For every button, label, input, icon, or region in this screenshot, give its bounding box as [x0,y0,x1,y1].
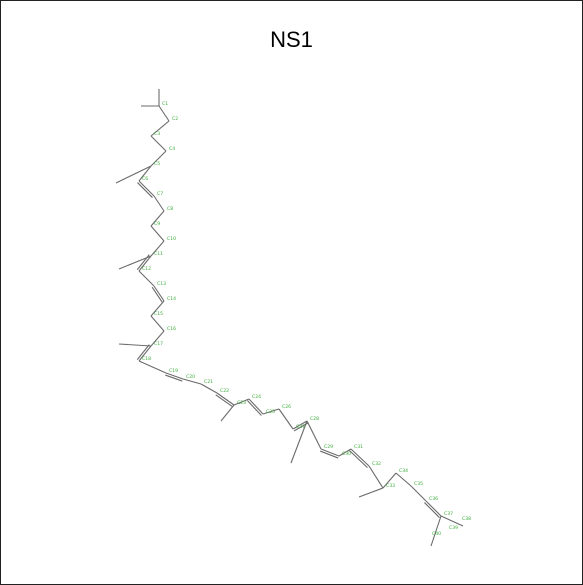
atom-label-c8: C8 [167,206,173,212]
bond [440,515,464,527]
atom-label-c39: C39 [449,525,458,531]
atom-label-c35: C35 [414,481,423,487]
bond [368,465,384,489]
atom-label-c5: C5 [154,161,160,167]
atom-label-c28: C28 [310,416,319,422]
bond [118,255,152,270]
bond [248,398,264,415]
bond [138,360,167,374]
bond [358,487,384,498]
bond [150,315,165,332]
atom-label-c16: C16 [167,326,176,332]
atom-label-c36: C36 [429,496,438,502]
bond [216,392,235,406]
atom-label-c2: C2 [172,116,178,122]
bond [150,120,170,137]
atom-label-c30: C30 [342,451,351,457]
bond [150,210,165,227]
atom-label-c17: C17 [154,341,163,347]
bond [153,195,165,212]
bond-double [151,286,163,303]
bond-double [215,394,234,408]
atom-label-c40: C40 [432,531,441,537]
atom-label-c24: C24 [252,394,261,400]
bond [320,448,340,457]
atom-label-c19: C19 [169,368,178,374]
atom-label-c11: C11 [154,251,163,257]
bond [425,500,442,517]
atom-label-c3: C3 [154,131,160,137]
bond [350,448,370,467]
atom-label-c23: C23 [237,400,246,406]
atom-label-c29: C29 [324,444,333,450]
atom-label-c4: C4 [169,146,175,152]
bond [338,448,352,457]
bond [153,285,165,302]
atom-label-c22: C22 [220,388,229,394]
bond [200,383,218,394]
bond [382,472,397,489]
atom-label-c12: C12 [142,266,151,272]
bond-double [246,400,262,416]
atom-label-c18: C18 [142,356,151,362]
bond [165,372,184,380]
bond [262,408,280,415]
bond-double [137,182,153,198]
diagram-title: NS1 [270,27,313,52]
atom-label-c25: C25 [266,409,275,415]
atom-label-c21: C21 [204,379,213,385]
atom-label-c32: C32 [372,461,381,467]
bond [138,165,152,182]
atom-label-c7: C7 [157,191,163,197]
bond [158,105,170,122]
atom-label-c20: C20 [186,374,195,380]
bond [115,165,152,184]
bond [150,240,165,257]
bond [220,404,235,422]
bond [290,420,308,464]
bond [150,300,165,317]
bond [430,515,442,547]
bond [278,408,294,430]
bond [233,398,250,406]
bond [138,270,155,287]
bond-double [136,254,150,270]
bond [292,420,308,430]
bond-double [136,344,150,360]
atom-label-c37: C37 [444,511,453,517]
atom-label-c31: C31 [354,444,363,450]
bond [150,150,167,167]
atom-label-c10: C10 [167,236,176,242]
bond [150,330,165,347]
bond [138,255,152,272]
bond [150,135,167,152]
atom-label-c6: C6 [142,176,148,182]
atom-label-c13: C13 [157,281,166,287]
bond [410,485,427,502]
atom-label-c38: C38 [462,516,471,522]
bond [138,180,155,197]
atom-label-c15: C15 [154,311,163,317]
atom-label-c14: C14 [167,296,176,302]
bond [138,345,152,362]
bond [182,378,202,385]
bond [150,225,165,242]
atom-label-c26: C26 [282,404,291,410]
bond [395,472,412,487]
atom-label-c1: C1 [162,101,168,107]
atom-label-c9: C9 [154,221,160,227]
bond-double [424,502,440,518]
bond-double [320,450,339,459]
bond-double [165,374,183,382]
bond [118,343,152,347]
bond [306,420,322,450]
atom-label-c27: C27 [296,424,305,430]
bond-double [349,450,368,468]
atom-label-c33: C33 [386,483,395,489]
atom-label-c34: C34 [399,468,408,474]
